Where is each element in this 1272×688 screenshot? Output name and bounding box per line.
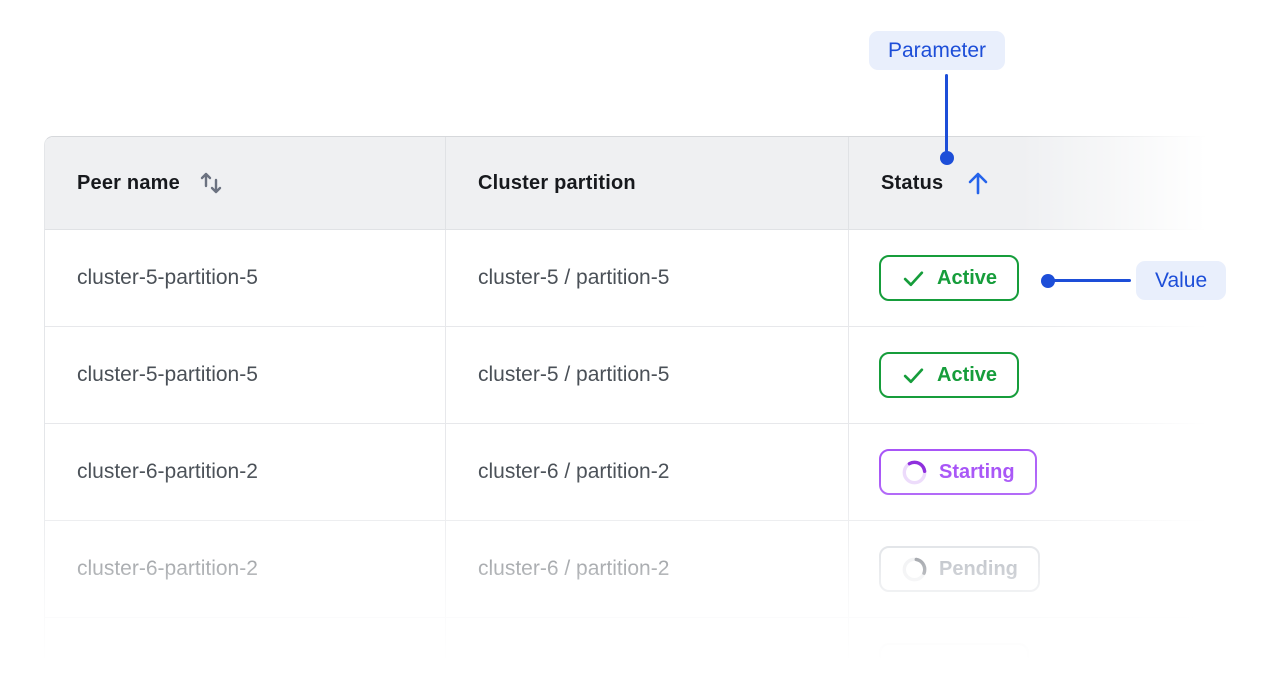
status-badge-active: Active <box>879 352 1020 398</box>
peer-name-cell: cluster-5-partition-5 <box>45 327 446 423</box>
status-label: Active <box>937 363 998 386</box>
peer-name-cell <box>45 618 446 688</box>
column-header-status[interactable]: Status <box>849 137 1272 229</box>
parameter-callout-chip: Parameter <box>869 31 1006 70</box>
peer-name-cell: cluster-5-partition-5 <box>45 230 446 326</box>
cluster-partition-cell: cluster-6 / partition-2 <box>446 424 849 520</box>
table-header-row: Peer name Cluster partition Status <box>45 137 1272 230</box>
check-icon <box>903 270 924 286</box>
column-header-label: Status <box>881 171 944 194</box>
column-header-label: Peer name <box>77 171 180 194</box>
table-row[interactable] <box>45 618 1272 688</box>
table-row[interactable]: cluster-6-partition-2 cluster-6 / partit… <box>45 521 1272 618</box>
status-badge-starting: Starting <box>879 449 1037 495</box>
status-cell: Active <box>849 327 1272 423</box>
cluster-partition-cell: cluster-5 / partition-5 <box>446 327 849 423</box>
parameter-callout-label: Parameter <box>888 38 987 62</box>
status-label: Pending <box>939 557 1018 580</box>
check-icon <box>903 367 924 383</box>
status-cell: Starting <box>849 424 1272 520</box>
cluster-partition-cell: cluster-6 / partition-2 <box>446 521 849 617</box>
peer-name-cell: cluster-6-partition-2 <box>45 521 446 617</box>
status-badge-ghost <box>879 643 1029 688</box>
status-badge-pending: Pending <box>879 546 1040 592</box>
spinner-icon <box>902 460 927 484</box>
value-callout-label: Value <box>1155 268 1208 292</box>
sort-both-icon[interactable] <box>196 168 226 198</box>
spinner-icon <box>902 557 927 581</box>
cluster-partition-cell <box>446 618 849 688</box>
peers-table: Peer name Cluster partition Status clust… <box>44 136 1272 688</box>
status-label: Starting <box>939 460 1015 483</box>
column-header-label: Cluster partition <box>478 171 636 194</box>
value-callout-line <box>1053 279 1131 282</box>
status-badge-active: Active <box>879 255 1020 301</box>
column-header-cluster-partition[interactable]: Cluster partition <box>446 137 849 229</box>
table-row[interactable]: cluster-5-partition-5 cluster-5 / partit… <box>45 327 1272 424</box>
value-callout-chip: Value <box>1136 261 1227 300</box>
column-header-peer-name[interactable]: Peer name <box>45 137 446 229</box>
parameter-callout-dot <box>940 151 954 165</box>
peer-name-cell: cluster-6-partition-2 <box>45 424 446 520</box>
cluster-partition-cell: cluster-5 / partition-5 <box>446 230 849 326</box>
status-cell: Pending <box>849 521 1272 617</box>
status-cell: Active <box>849 230 1272 326</box>
parameter-callout-line <box>945 74 948 152</box>
table-row[interactable]: cluster-6-partition-2 cluster-6 / partit… <box>45 424 1272 521</box>
sort-ascending-icon[interactable] <box>965 169 991 197</box>
status-label: Active <box>937 266 998 289</box>
status-cell <box>849 618 1272 688</box>
